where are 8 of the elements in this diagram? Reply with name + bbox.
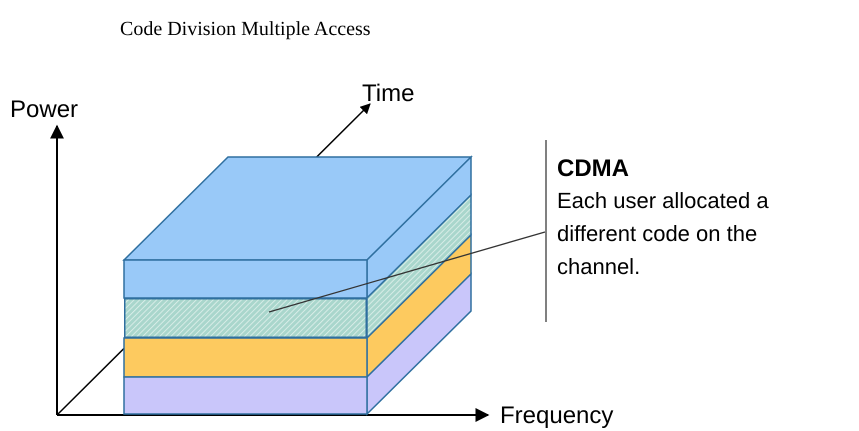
hatched-layer [124, 298, 367, 338]
leader-line [268, 231, 546, 313]
diagram-title: Code Division Multiple Access [120, 17, 371, 42]
axis-label: Power [10, 95, 78, 125]
callout-text: Each user allocated a different code on the channel. [557, 187, 770, 281]
axis-label: Frequency [500, 401, 614, 431]
callout-heading: CDMA [557, 154, 630, 184]
axis-label: Time [362, 79, 414, 109]
